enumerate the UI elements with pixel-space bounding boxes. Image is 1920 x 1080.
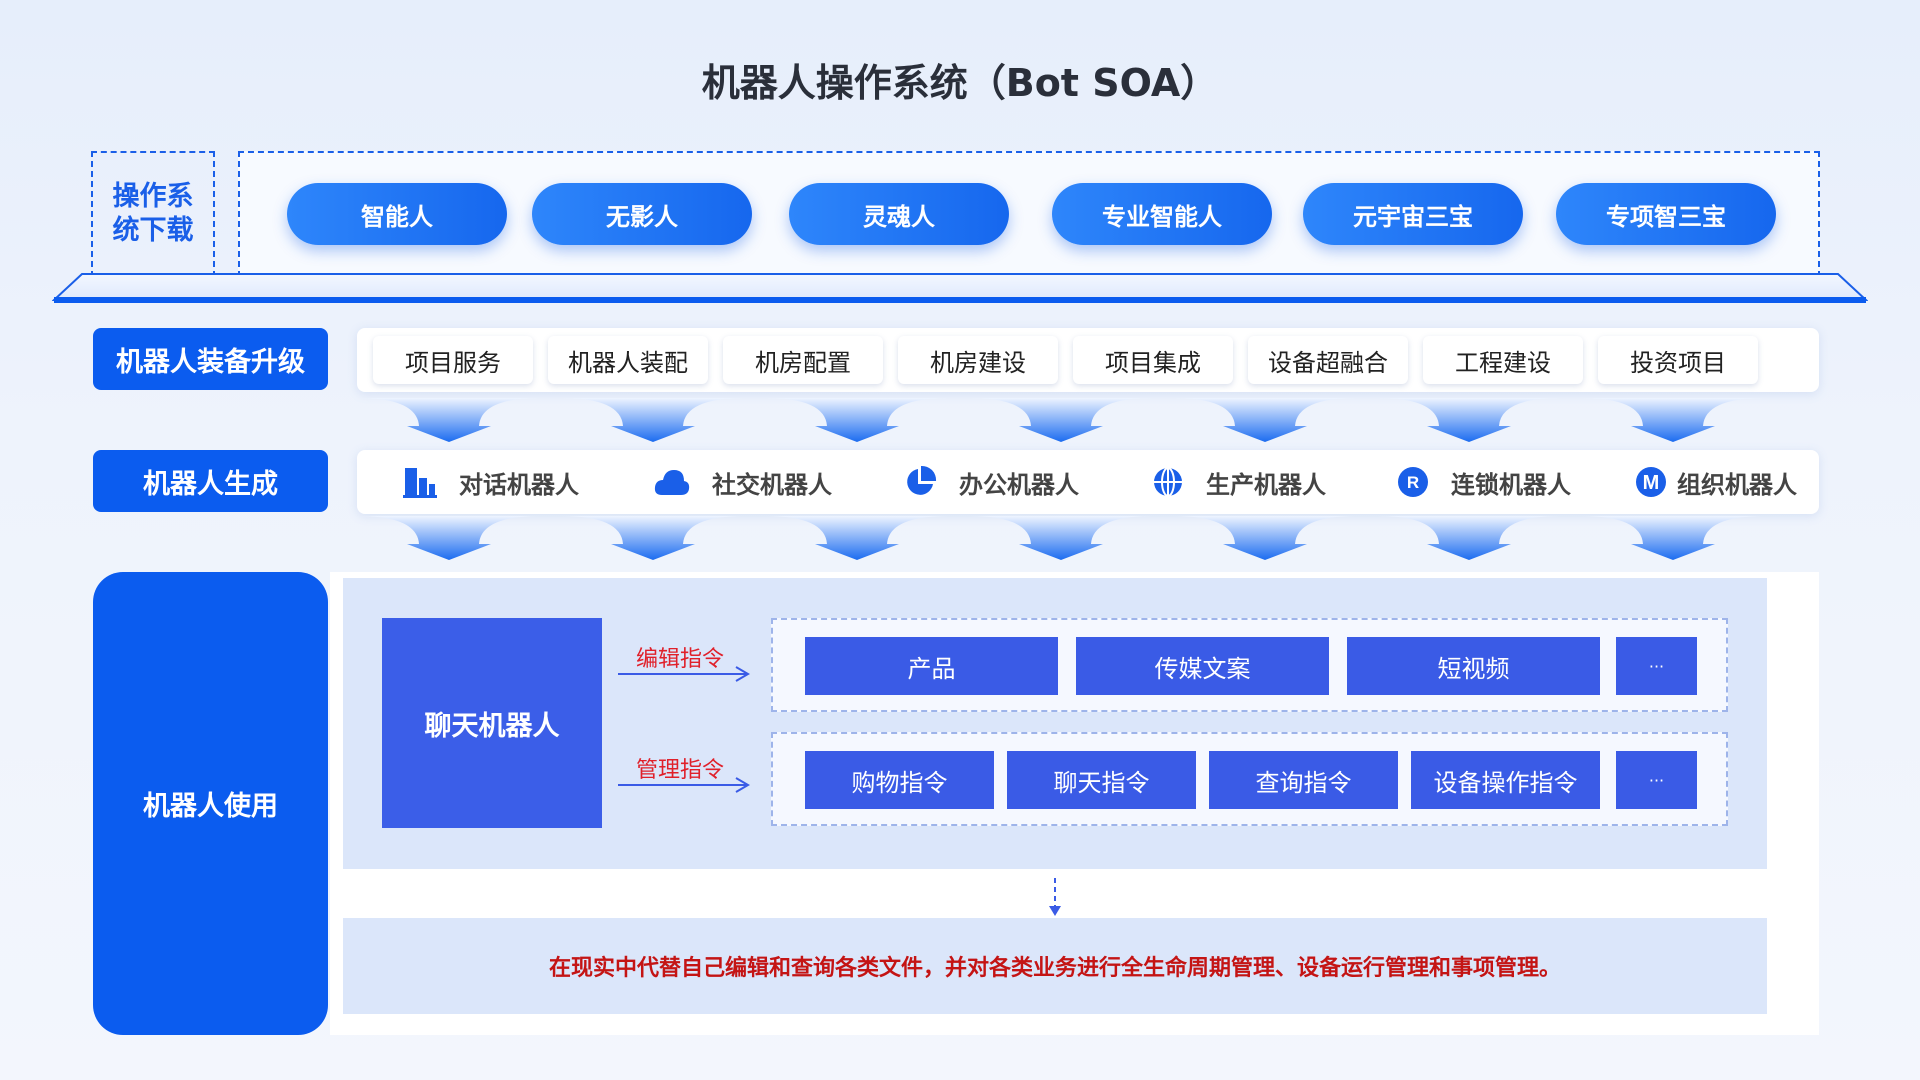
m-circle-icon: M [1636,467,1666,497]
generation-item-label: 组织机器人 [1677,470,1797,499]
generation-item[interactable]: 办公机器人 [903,450,1079,514]
generation-item[interactable]: 社交机器人 [654,450,832,514]
generation-item-label: 生产机器人 [1206,470,1326,499]
svg-text:M: M [1643,472,1660,494]
os-item-box: 智能人 无影人 灵魂人 专业智能人 元宇宙三宝 专项智三宝 [238,151,1820,277]
manage-item[interactable]: 购物指令 [805,751,994,809]
pie-chart-icon [907,465,937,495]
upgrade-panel: 项目服务 机器人装配 机房配置 机房建设 项目集成 设备超融合 工程建设 投资项… [357,328,1819,392]
os-download-label: 操作系统下载 [91,151,215,277]
edit-command-box: 产品 传媒文案 短视频 ··· [771,618,1728,712]
upgrade-item[interactable]: 机房配置 [723,336,883,384]
os-item-zhuanye[interactable]: 专业智能人 [1052,183,1272,245]
os-item-wuyingren[interactable]: 无影人 [532,183,752,245]
down-arrow [1049,878,1061,916]
upgrade-item[interactable]: 项目服务 [373,336,533,384]
edit-command-label: 编辑指令 [636,647,725,672]
os-item-zhinengren[interactable]: 智能人 [287,183,507,245]
manage-item[interactable]: 设备操作指令 [1411,751,1600,809]
manage-item[interactable]: 聊天指令 [1007,751,1196,809]
globe-icon [1154,467,1182,497]
manage-command-label: 管理指令 [636,758,725,783]
os-item-linghunren[interactable]: 灵魂人 [789,183,1009,245]
cloud-icon [654,470,690,495]
manage-arrow [618,777,750,793]
generation-item[interactable]: 生产机器人 [1152,450,1326,514]
generation-item[interactable]: M 组织机器人 [1635,450,1797,514]
flow-arrows-1 [357,398,1765,442]
page-title: 机器人操作系统（Bot SOA） [701,61,1219,105]
upgrade-label: 机器人装备升级 [93,328,328,390]
generation-item-label: 办公机器人 [959,470,1079,499]
os-item-yuanyuzhou[interactable]: 元宇宙三宝 [1303,183,1523,245]
generation-item-label: 连锁机器人 [1451,470,1571,499]
generation-item-label: 对话机器人 [459,470,579,499]
edit-arrow [618,666,750,682]
generation-item[interactable]: R 连锁机器人 [1397,450,1571,514]
building-icon [403,468,437,498]
usage-label: 机器人使用 [93,572,328,1035]
flow-arrows-2 [357,516,1765,560]
manage-command-box: 购物指令 聊天指令 查询指令 设备操作指令 ··· [771,732,1728,826]
upgrade-item[interactable]: 投资项目 [1598,336,1758,384]
generation-panel: 对话机器人 社交机器人 办公机器人 生产机器人 R 连锁机器人 M 组织机器人 [357,450,1819,514]
edit-item[interactable]: 传媒文案 [1076,637,1329,695]
platform-base [52,273,1868,303]
upgrade-item[interactable]: 机房建设 [898,336,1058,384]
manage-item[interactable]: 查询指令 [1209,751,1398,809]
upgrade-item[interactable]: 工程建设 [1423,336,1583,384]
upgrade-item[interactable]: 设备超融合 [1248,336,1408,384]
upgrade-item[interactable]: 项目集成 [1073,336,1233,384]
edit-item[interactable]: 产品 [805,637,1058,695]
os-item-zhuanxiang[interactable]: 专项智三宝 [1556,183,1776,245]
r-circle-icon: R [1398,467,1428,497]
generation-label: 机器人生成 [93,450,328,512]
manage-item-more[interactable]: ··· [1616,751,1697,809]
generation-item[interactable]: 对话机器人 [403,450,579,514]
chatbot-block[interactable]: 聊天机器人 [382,618,602,828]
edit-item-more[interactable]: ··· [1616,637,1697,695]
usage-summary: 在现实中代替自己编辑和查询各类文件，并对各类业务进行全生命周期管理、设备运行管理… [343,918,1767,1014]
edit-item[interactable]: 短视频 [1347,637,1600,695]
upgrade-item[interactable]: 机器人装配 [548,336,708,384]
svg-text:R: R [1407,473,1419,492]
generation-item-label: 社交机器人 [712,470,832,499]
